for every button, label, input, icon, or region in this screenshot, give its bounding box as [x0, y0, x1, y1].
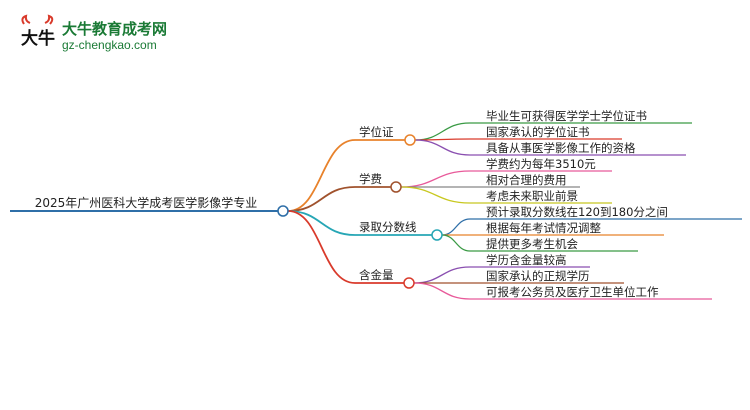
leaf-topic: 具备从事医学影像工作的资格: [486, 141, 636, 155]
branch-edge: [287, 139, 356, 212]
branch-edge: [287, 210, 356, 236]
leaf-edge: [413, 282, 471, 300]
leaf-edge: [441, 234, 471, 252]
branch-topic: 含金量: [359, 268, 394, 282]
bull-logo-icon: 大牛: [21, 14, 55, 49]
leaf-topic: 提供更多考生机会: [486, 237, 578, 251]
leaf-edge: [414, 139, 471, 156]
branch-node-dot: [404, 134, 416, 146]
leaf-edge: [413, 266, 471, 284]
mind-map-edges: [10, 122, 742, 300]
leaf-topic: 可报考公务员及医疗卫生单位工作: [486, 285, 659, 299]
leaf-edge: [400, 170, 471, 188]
leaf-topic: 国家承认的正规学历: [486, 269, 590, 283]
branch-edge: [287, 186, 356, 212]
leaf-topic: 毕业生可获得医学学士学位证书: [486, 109, 647, 123]
branch-topic: 学位证: [359, 125, 394, 139]
site-logo: 大牛 大牛教育成考网 gz-chengkao.com: [18, 14, 168, 58]
leaf-edge: [441, 218, 471, 236]
branch-node-dot: [390, 181, 402, 193]
branch-topic: 录取分数线: [359, 220, 417, 234]
leaf-topic: 根据每年考试情况调整: [486, 221, 601, 235]
leaf-topic: 考虑未来职业前景: [486, 189, 578, 203]
leaf-topic: 学费约为每年3510元: [486, 157, 596, 171]
leaf-topic: 相对合理的费用: [486, 173, 567, 187]
branch-topic: 学费: [359, 172, 382, 186]
leaf-topic: 学历含金量较高: [486, 253, 567, 267]
logo-mark-text: 大牛: [21, 28, 55, 49]
branch-node-dot: [403, 277, 415, 289]
root-topic: 2025年广州医科大学成考医学影像学专业: [35, 195, 258, 210]
root-node-dot: [277, 205, 289, 217]
mind-map-nodes: 2025年广州医科大学成考医学影像学专业 学位证 毕业生可获得医学学士学位证书国家承…: [35, 109, 668, 299]
logo-title: 大牛教育成考网: [62, 20, 168, 38]
logo-url: gz-chengkao.com: [62, 38, 157, 52]
branch-edge: [287, 210, 356, 284]
leaf-edge: [400, 186, 471, 204]
leaf-edge: [414, 122, 471, 141]
branch-node-dot: [431, 229, 443, 241]
leaf-topic: 预计录取分数线在120到180分之间: [486, 205, 668, 219]
leaf-topic: 国家承认的学位证书: [486, 125, 590, 139]
